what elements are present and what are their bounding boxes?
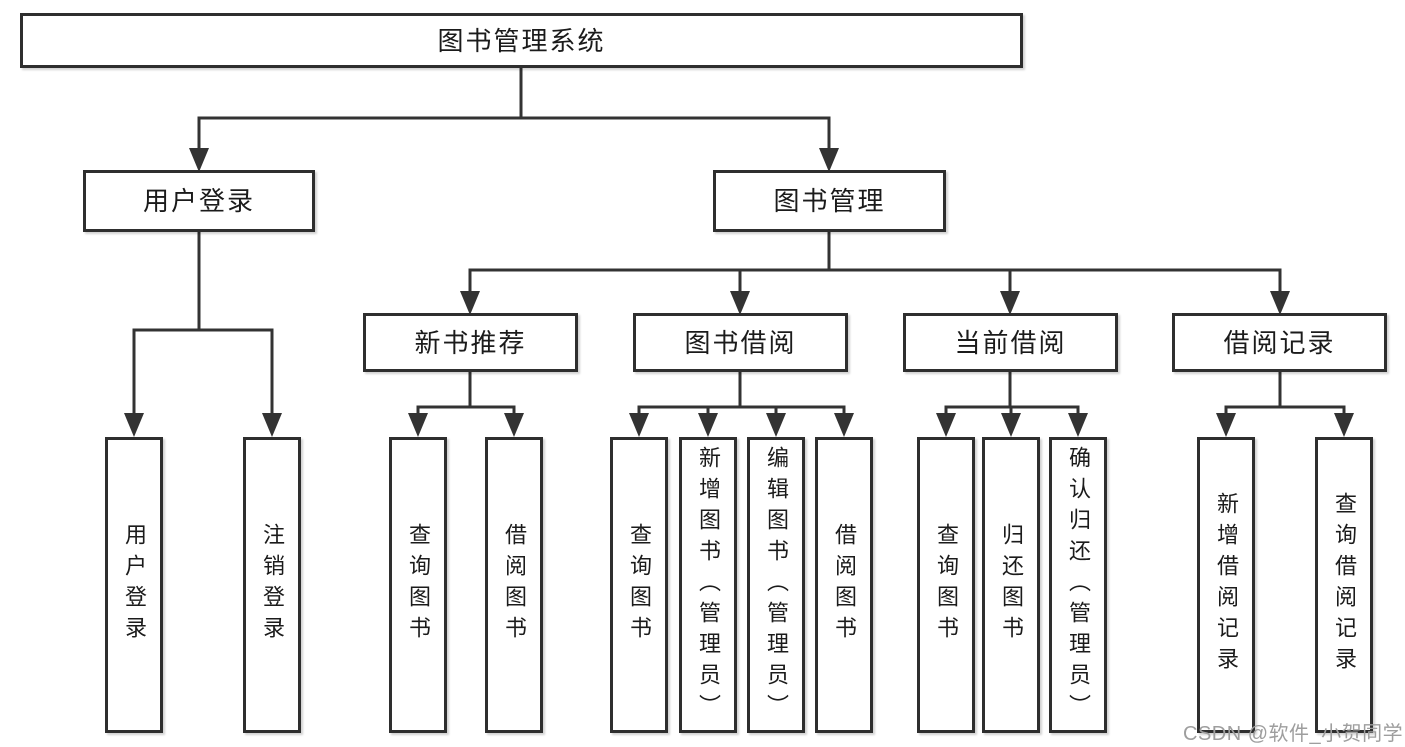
leaf-node-user-login: 用户登录 — [105, 437, 163, 733]
leaf-node-add-book-admin: 新增图书（管理员） — [679, 437, 737, 733]
node-label: 当前借阅 — [954, 327, 1067, 358]
connector-line — [416, 372, 516, 414]
node-label: 图书借阅 — [684, 327, 797, 358]
connector-book-borrow-to-leaves — [629, 372, 854, 437]
connector-root-to-level2 — [189, 68, 839, 172]
leaf-node-query-book-recommend: 查询图书 — [389, 437, 447, 733]
connector-line — [637, 372, 846, 414]
leaf-label: 注销登录 — [260, 523, 285, 647]
arrow-down-icon — [698, 413, 718, 437]
node-label: 新书推荐 — [414, 327, 527, 358]
connector-line — [468, 232, 1282, 292]
arrow-down-icon — [124, 413, 144, 437]
leaf-label: 编辑图书（管理员） — [764, 445, 789, 725]
connector-line — [1224, 372, 1346, 414]
leaf-label: 查询图书 — [934, 523, 959, 647]
arrow-down-icon — [834, 413, 854, 437]
leaf-label: 借阅图书 — [502, 523, 527, 647]
node-label: 图书管理 — [773, 186, 886, 216]
leaf-node-logout: 注销登录 — [243, 437, 301, 733]
leaf-label: 新增图书（管理员） — [696, 445, 721, 725]
node-borrow-records: 借阅记录 — [1172, 313, 1387, 372]
arrow-down-icon — [936, 413, 956, 437]
leaf-label: 确认归还（管理员） — [1066, 445, 1091, 725]
connector-new-book-recommend-to-leaves — [408, 372, 524, 437]
node-label: 借阅记录 — [1223, 327, 1336, 358]
connector-book-management-to-level3 — [460, 232, 1290, 315]
arrow-down-icon — [460, 291, 480, 315]
arrow-down-icon — [189, 148, 209, 172]
connector-current-borrow-to-leaves — [936, 372, 1088, 437]
arrow-down-icon — [1068, 413, 1088, 437]
arrow-down-icon — [730, 291, 750, 315]
arrow-down-icon — [262, 413, 282, 437]
arrow-down-icon — [629, 413, 649, 437]
arrow-down-icon — [1000, 291, 1020, 315]
arrow-down-icon — [504, 413, 524, 437]
node-label: 用户登录 — [142, 186, 255, 216]
leaf-label: 借阅图书 — [832, 523, 857, 647]
node-user-login: 用户登录 — [83, 170, 315, 232]
leaf-node-query-book-current: 查询图书 — [917, 437, 975, 733]
leaf-label: 查询借阅记录 — [1332, 492, 1357, 678]
connector-line — [197, 68, 831, 149]
arrow-down-icon — [1001, 413, 1021, 437]
arrow-down-icon — [1334, 413, 1354, 437]
leaf-node-borrow-book-recommend: 借阅图书 — [485, 437, 543, 733]
node-label: 图书管理系统 — [437, 25, 606, 56]
leaf-node-borrow-book: 借阅图书 — [815, 437, 873, 733]
connector-borrow-records-to-leaves — [1216, 372, 1354, 437]
leaf-label: 查询图书 — [406, 523, 431, 647]
connector-line — [944, 372, 1080, 414]
arrow-down-icon — [1216, 413, 1236, 437]
leaf-label: 新增借阅记录 — [1214, 492, 1239, 678]
leaf-node-query-book-borrow: 查询图书 — [610, 437, 668, 733]
arrow-down-icon — [819, 148, 839, 172]
leaf-node-confirm-return-admin: 确认归还（管理员） — [1049, 437, 1107, 733]
leaf-node-edit-book-admin: 编辑图书（管理员） — [747, 437, 805, 733]
node-book-management: 图书管理 — [713, 170, 946, 232]
node-book-borrow: 图书借阅 — [633, 313, 848, 372]
csdn-watermark: CSDN @软件_小贺同学 — [1183, 723, 1404, 745]
leaf-label: 用户登录 — [122, 523, 147, 647]
leaf-node-query-borrow-record: 查询借阅记录 — [1315, 437, 1373, 733]
node-new-book-recommend: 新书推荐 — [363, 313, 578, 372]
leaf-label: 查询图书 — [627, 523, 652, 647]
arrow-down-icon — [1270, 291, 1290, 315]
arrow-down-icon — [408, 413, 428, 437]
arrow-down-icon — [766, 413, 786, 437]
connector-user-login-to-leaves — [124, 232, 282, 437]
leaf-label: 归还图书 — [999, 523, 1024, 647]
connector-line — [132, 232, 274, 414]
leaf-node-add-borrow-record: 新增借阅记录 — [1197, 437, 1255, 733]
leaf-node-return-book: 归还图书 — [982, 437, 1040, 733]
node-root-system: 图书管理系统 — [20, 13, 1023, 68]
node-current-borrow: 当前借阅 — [903, 313, 1118, 372]
